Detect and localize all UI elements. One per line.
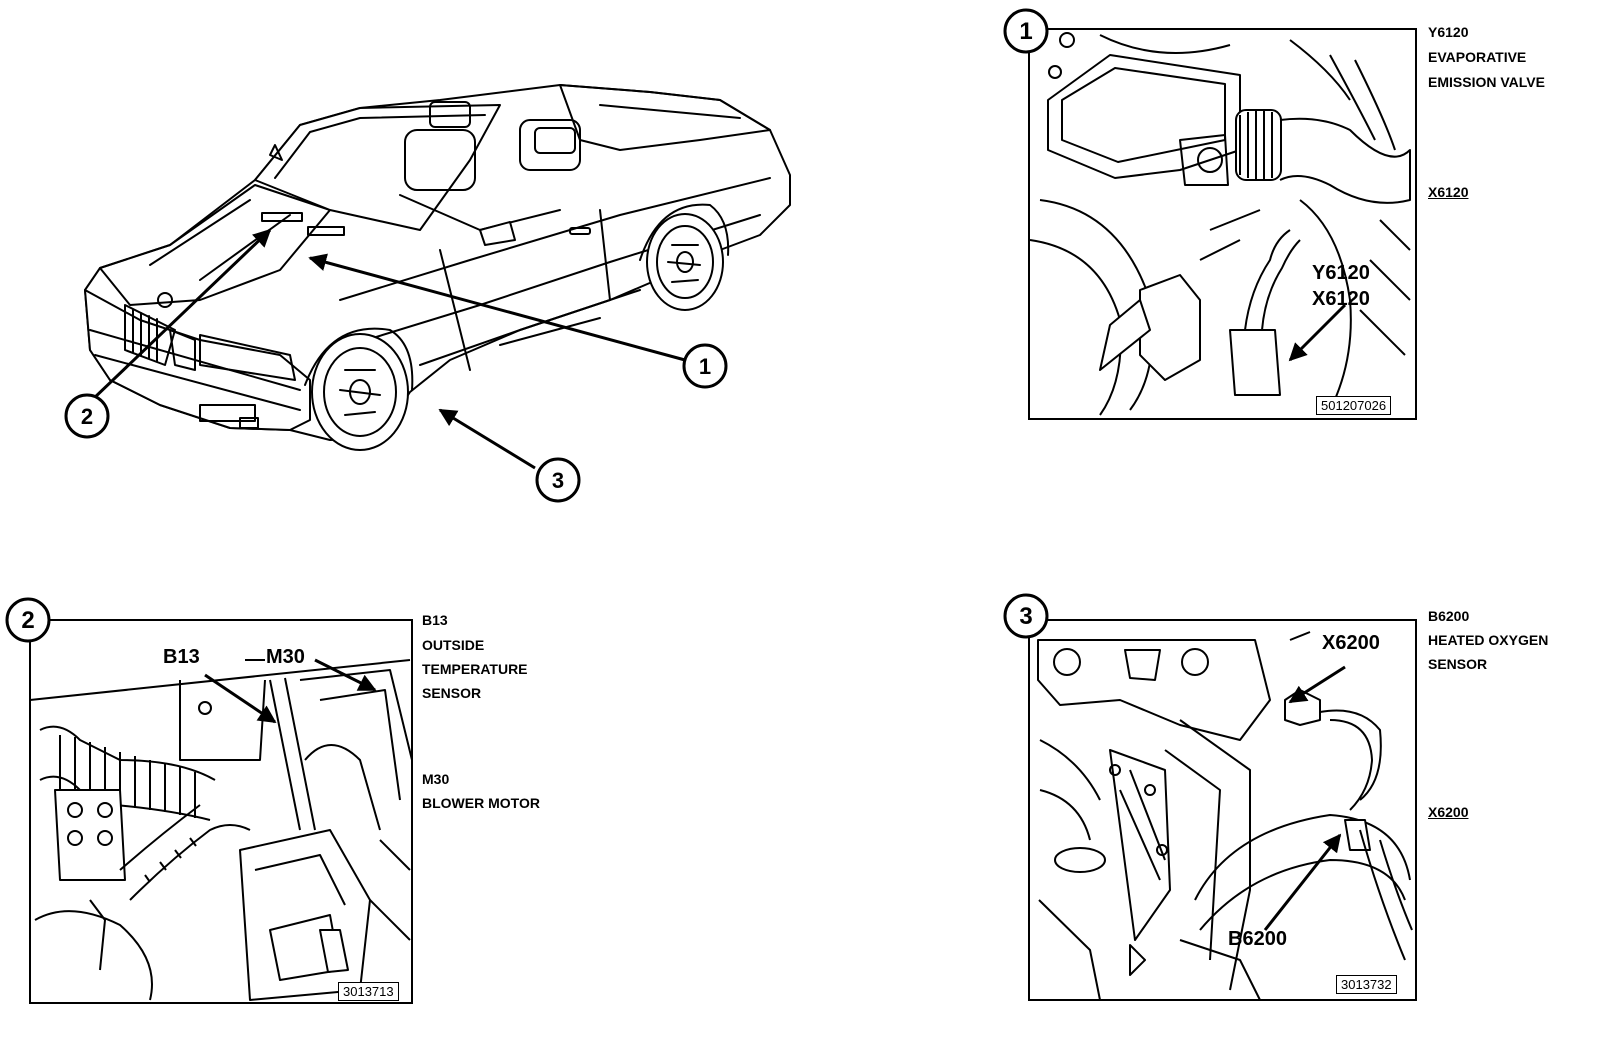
panel2-number: 2: [21, 607, 34, 634]
callout-1-label: 1: [699, 354, 711, 379]
legend-b13-name-2: TEMPERATURE: [422, 661, 528, 677]
legend-y6120-name-2: EMISSION VALVE: [1428, 74, 1545, 90]
legend-b6200-name-1: HEATED OXYGEN: [1428, 632, 1549, 648]
callout-3-label: 3: [552, 468, 564, 493]
legend-b13-name-1: OUTSIDE: [422, 637, 485, 653]
panel2-label-b13: B13: [163, 646, 200, 668]
panel1-label-y6120: Y6120: [1312, 262, 1370, 284]
panel3-number: 3: [1019, 603, 1032, 630]
panel3-reference-number: 3013732: [1336, 975, 1397, 994]
callout-circles: [64, 343, 728, 503]
legend-y6120-name-1: EVAPORATIVE: [1428, 49, 1527, 65]
panel3-label-x6200: X6200: [1322, 632, 1380, 654]
legend-b13-name-3: SENSOR: [422, 685, 482, 701]
legend-x6200-code: X6200: [1428, 804, 1469, 820]
callout-arrows: [90, 228, 686, 470]
legend-m30-name: BLOWER MOTOR: [422, 795, 540, 811]
panel1-engine-artwork: [1029, 32, 1411, 416]
panel2-engine-artwork: [29, 658, 413, 1001]
panel1-label-x6120: X6120: [1312, 288, 1370, 310]
legend-y6120-code: Y6120: [1428, 24, 1469, 40]
panel2-reference-number: 3013713: [338, 982, 399, 1001]
panel1-number: 1: [1019, 18, 1032, 45]
legend-b13-code: B13: [422, 612, 448, 628]
panel2-label-m30: M30: [266, 646, 305, 668]
legend-b6200-code: B6200: [1428, 608, 1470, 624]
panel3-label-b6200: B6200: [1228, 928, 1287, 950]
callout-2-label: 2: [81, 404, 93, 429]
panel1-reference-number: 501207026: [1316, 396, 1392, 415]
legend-x6120-code: X6120: [1428, 184, 1469, 200]
convertible-car-illustration: [84, 84, 791, 451]
panel3-engine-artwork: [1037, 631, 1413, 1001]
legend-m30-code: M30: [422, 771, 450, 787]
legend-b6200-name-2: SENSOR: [1428, 656, 1488, 672]
